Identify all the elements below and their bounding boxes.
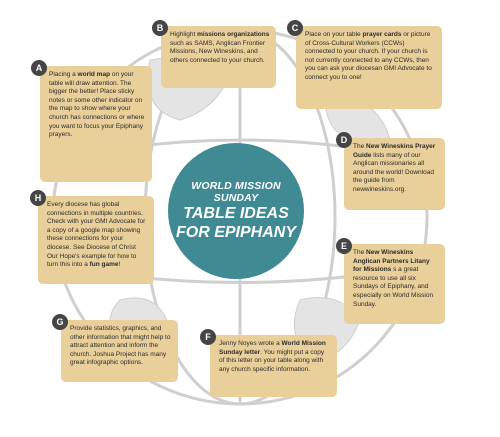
card-f: Jenny Noyes wrote a World Mission Sunday… (210, 335, 337, 397)
card-e: The New Wineskins Anglican Partners Lita… (344, 244, 445, 324)
card-text-bold: prayer cards (362, 31, 402, 38)
card-text: ! (118, 261, 121, 269)
badge-d: D (336, 132, 352, 148)
title-line-1: WORLD MISSION SUNDAY (191, 180, 281, 204)
card-text: Provide statistics, graphics, and other … (70, 325, 171, 367)
title-line-3: FOR EPIPHANY (175, 224, 296, 241)
card-text: Jenny Noyes wrote a (219, 340, 282, 347)
card-text: or picture of Cross-Cultural Workers (CC… (305, 31, 432, 81)
card-d: The New Wineskins Prayer Guide lists man… (344, 138, 445, 210)
card-text: lists many of our Anglican missionaries … (353, 151, 434, 193)
card-h: Every diocese has global connections in … (38, 196, 154, 284)
card-b: Highlight missions organizations such as… (161, 26, 276, 88)
card-g: Provide statistics, graphics, and other … (61, 320, 178, 382)
card-text-bold: world map (77, 71, 111, 78)
card-text-bold: fun game (89, 261, 119, 269)
badge-b: B (152, 20, 168, 36)
title-line-2: TABLE IDEAS (183, 205, 289, 222)
card-text: Place on your table (305, 31, 363, 38)
badge-f: F (200, 329, 216, 345)
badge-g: G (52, 314, 68, 330)
card-text: The (353, 249, 367, 256)
card-text-bold: missions organizations (197, 31, 270, 38)
card-c: Place on your table prayer cards or pict… (296, 26, 442, 109)
card-text: Highlight (170, 31, 198, 38)
card-text-bold: World Mission Sunday letter (219, 340, 326, 356)
card-text-bold: New Wineskins Anglican Partners Litany f… (353, 249, 430, 274)
card-text: . You might put a copy of this letter on… (219, 348, 325, 373)
badge-c: C (287, 20, 303, 36)
card-text-bold: New Wineskins Prayer Guide (353, 143, 436, 159)
card-text: on your table will draw attention. The b… (49, 71, 145, 139)
badge-a: A (31, 60, 47, 76)
badge-h: H (30, 190, 46, 206)
card-text: s a great resource to use all six Sunday… (353, 266, 434, 308)
card-text: such as SAMS, Anglican Frontier Missions… (170, 39, 266, 64)
card-a: Placing a world map on your table will d… (40, 66, 152, 182)
card-text: Placing a (49, 71, 78, 78)
center-title: WORLD MISSION SUNDAY TABLE IDEAS FOR EPI… (168, 143, 304, 279)
card-text: The (353, 143, 367, 150)
badge-e: E (336, 238, 352, 254)
card-text: Every diocese has global connections in … (47, 201, 146, 269)
